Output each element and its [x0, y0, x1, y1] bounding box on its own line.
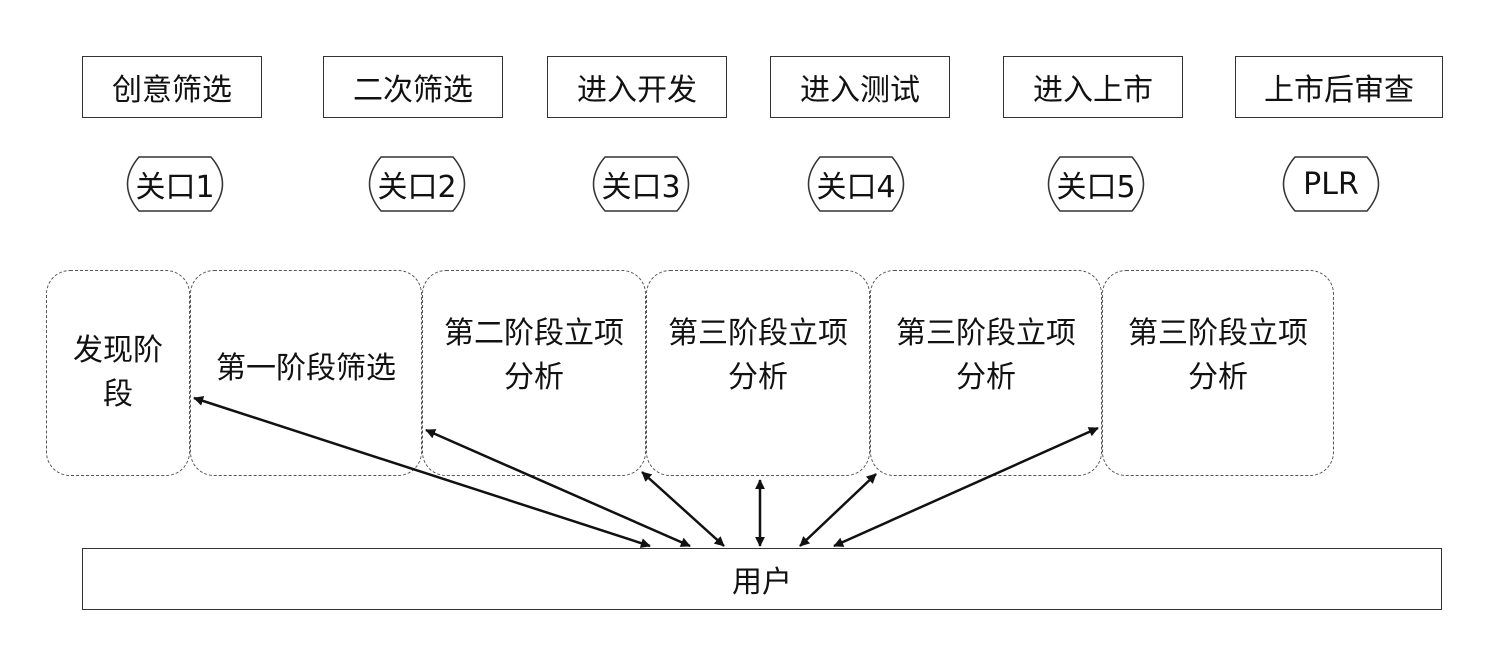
gate-label: 关口1: [135, 170, 215, 205]
gate-shape: [1282, 156, 1380, 212]
user-bar: 用户: [82, 548, 1442, 610]
gate-5: 关口5: [1036, 156, 1156, 212]
gate-shape: [807, 156, 905, 212]
gate-label: 关口4: [816, 170, 896, 205]
phase-5: 第三阶段立项 分析: [1102, 270, 1334, 476]
gate-shape: [126, 156, 224, 212]
gate-2: 关口2: [357, 156, 477, 212]
gate-label: 关口2: [377, 170, 457, 205]
phase-label: 第三阶段立项 分析: [1128, 316, 1308, 395]
stage-label: 二次筛选: [353, 73, 473, 108]
gate-plr: PLR: [1271, 156, 1391, 212]
stage-label: 创意筛选: [112, 73, 232, 108]
stage-label: 进入测试: [800, 73, 920, 108]
stage-box-6: 上市后审查: [1235, 56, 1443, 118]
arrow-phase3-user: [641, 471, 725, 547]
stage-box-4: 进入测试: [770, 56, 950, 118]
gate-4: 关口4: [796, 156, 916, 212]
gate-label: 关口3: [601, 170, 681, 205]
phase-label: 第一阶段筛选: [216, 351, 396, 386]
gate-3: 关口3: [581, 156, 701, 212]
gate-shape: [368, 156, 466, 212]
gate-1: 关口1: [115, 156, 235, 212]
phase-label: 第二阶段立项 分析: [444, 316, 624, 395]
phase-label: 第三阶段立项 分析: [896, 316, 1076, 395]
gate-shape: [592, 156, 690, 212]
phase-label: 第三阶段立项 分析: [668, 316, 848, 395]
stage-box-3: 进入开发: [547, 56, 727, 118]
gate-label: PLR: [1303, 166, 1359, 202]
phase-4: 第三阶段立项 分析: [870, 270, 1102, 476]
stage-label: 进入开发: [577, 73, 697, 108]
stage-box-2: 二次筛选: [323, 56, 503, 118]
stage-label: 上市后审查: [1264, 73, 1414, 108]
phase-1: 第一阶段筛选: [190, 270, 422, 476]
phase-discovery: 发现阶 段: [46, 270, 190, 476]
stage-label: 进入上市: [1033, 73, 1153, 108]
gate-label: 关口5: [1056, 170, 1136, 205]
stage-box-5: 进入上市: [1003, 56, 1183, 118]
stage-box-1: 创意筛选: [82, 56, 262, 118]
phase-3: 第三阶段立项 分析: [646, 270, 870, 476]
phase-label: 发现阶 段: [73, 333, 163, 412]
gate-shape: [1047, 156, 1145, 212]
phase-2: 第二阶段立项 分析: [422, 270, 646, 476]
user-label: 用户: [732, 565, 792, 600]
arrow-phase4-user: [799, 473, 877, 547]
